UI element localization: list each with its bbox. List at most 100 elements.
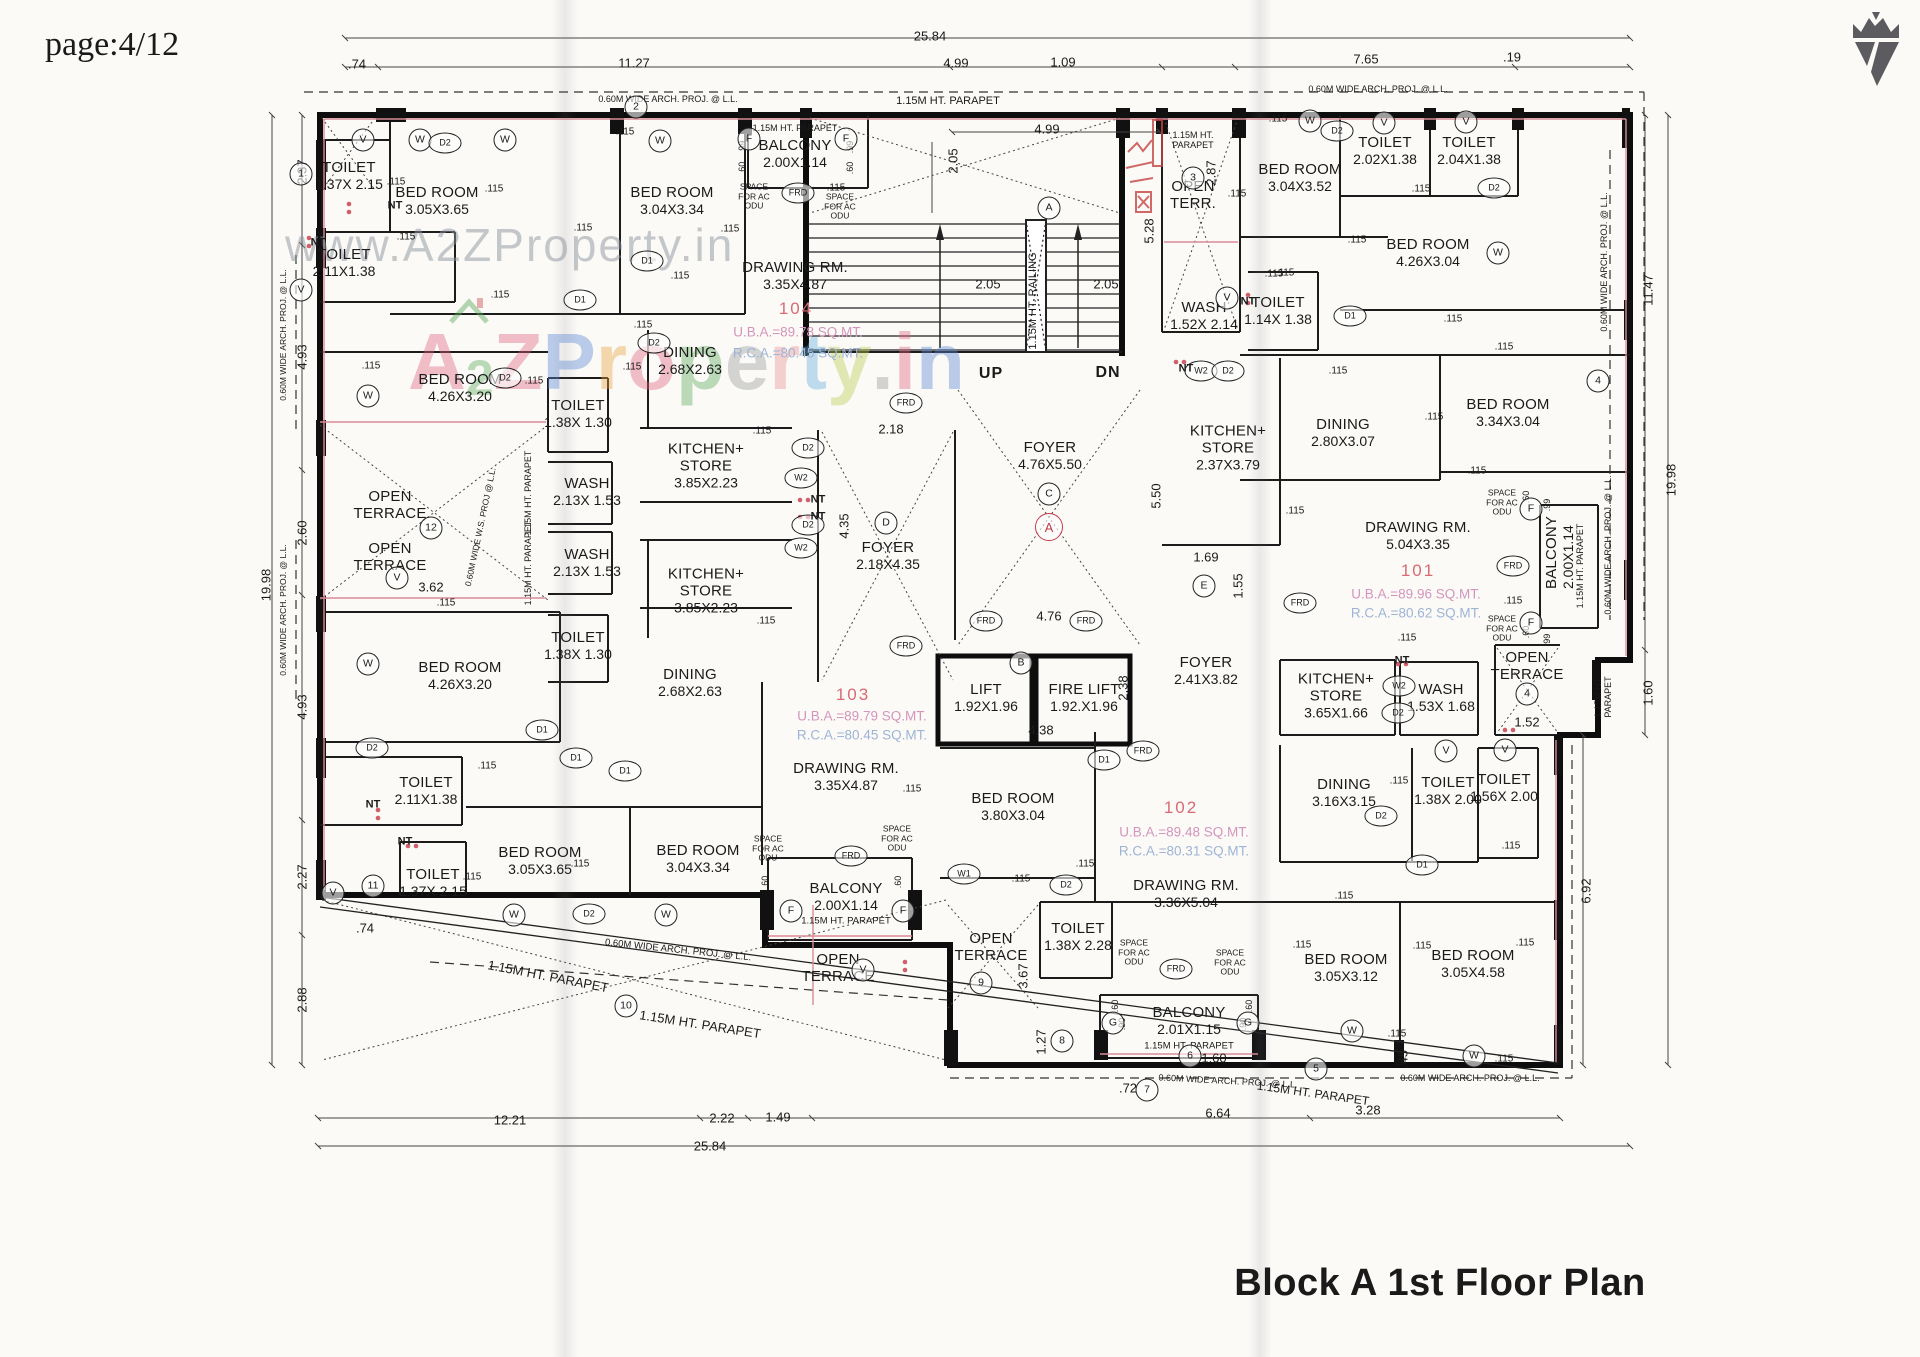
dimension-label: .115 [484, 183, 504, 195]
room-name: KITCHEN+ STORE [1297, 670, 1375, 705]
nt-marker: NT [810, 493, 826, 506]
red-stamp [1125, 119, 1163, 213]
dimension-label: 6.92 [1578, 878, 1594, 904]
plan-tag-d1: D1 [1087, 749, 1121, 771]
room-dimensions: 2.02X1.38 [1353, 150, 1417, 167]
room-label: DRAWING RM.3.35X4.87 [761, 760, 931, 793]
dimension-label: .115 [615, 126, 635, 138]
room-dimensions: 2.00X1.14 [814, 896, 878, 913]
room-label: DRAWING RM.3.36X5.04 [1101, 876, 1271, 910]
room-name: KITCHEN+ STORE [667, 565, 745, 600]
plan-tag-d2: D2 [1364, 805, 1398, 827]
dimension-lines [268, 34, 1672, 1150]
room-name: DINING [663, 343, 717, 361]
plan-tag-frd: FRD [1126, 740, 1160, 762]
plan-tag-b: B [1009, 651, 1033, 675]
annotation-label: 1.15M HT. PARAPET [752, 122, 838, 133]
annotation-label: SPACE FOR AC ODU [881, 823, 913, 853]
annotation-label: 0.60M WIDE ARCH. PROJ. @ L.L. [604, 937, 752, 964]
room-name: BALCONY [1542, 515, 1560, 589]
unit-area-uba: U.B.A.=89.79 SQ.MT. [797, 708, 927, 724]
annotation-label: 1.15M HT. PARAPET [638, 1007, 762, 1042]
room-name: BED ROOM [418, 658, 502, 676]
room-dimensions: 3.04X3.34 [640, 200, 704, 217]
dimension-label: 3.62 [418, 579, 444, 595]
plan-tag-4: 4 [1586, 369, 1610, 393]
room-dimensions: 4.26X3.20 [428, 675, 492, 692]
dimension-label: 1.52 [1514, 714, 1540, 730]
plan-tag-4: 4 [1515, 682, 1539, 706]
room-dimensions: 1.38X 2.28 [1044, 936, 1112, 953]
dimension-label: .19 [1502, 49, 1522, 65]
dimension-label: .115 [524, 375, 544, 387]
unit-number: 104 [778, 299, 814, 318]
annotation-label: SPACE FOR AC ODU [1118, 937, 1150, 967]
dimension-label: .115 [396, 231, 416, 243]
dimension-label: .115 [573, 222, 593, 234]
plan-tag-w: W [356, 652, 380, 676]
room-label: DRAWING RM.3.35X4.87 [710, 259, 880, 292]
annotation-label: 0.60M WIDE W.S. PROJ @ L.L. [462, 466, 498, 588]
plan-tag-frd: FRD [1159, 958, 1193, 980]
annotation-label: SPACE FOR AC ODU [1214, 947, 1246, 977]
dimension-label: .115 [1292, 939, 1312, 951]
plan-tag-w: W [648, 129, 672, 153]
plan-tag-d2: D2 [1049, 874, 1083, 896]
dimension-label: 19.98 [1663, 463, 1679, 497]
plan-tag-f: F [891, 899, 915, 923]
dimension-label: 1.09 [1050, 54, 1076, 70]
plan-tag-10: 10 [614, 994, 638, 1018]
plan-tag-d2: D2 [355, 737, 389, 759]
plan-tag-w: W [654, 903, 678, 927]
room-name: WASH [564, 474, 610, 492]
room-name: OPEN TERRACE [353, 488, 427, 522]
annotation-label: SPACE FOR AC ODU [1486, 613, 1518, 643]
room-name: BED ROOM [1466, 395, 1550, 413]
dimension-label: 2.18 [878, 421, 904, 437]
room-name: OPEN TERRACE [954, 930, 1028, 964]
room-dimensions: 2.41X3.82 [1174, 670, 1238, 687]
watermark-letter: . [871, 317, 894, 406]
room-dimensions: 3.16X3.15 [1312, 792, 1376, 809]
dimension-label: .115 [1075, 858, 1095, 870]
dimension-label: .115 [1268, 113, 1288, 125]
dimension-label: 4.93 [294, 344, 310, 370]
room-name: TOILET [1477, 770, 1531, 788]
room-dimensions: 5.04X3.35 [1386, 535, 1450, 552]
dimension-label: .115 [1424, 411, 1444, 423]
room-dimensions: 2.00X1.14 [1559, 525, 1576, 589]
annotation-label: 1.15M HT. PARAPET [896, 94, 1000, 107]
room-dimensions: 2.68X2.63 [658, 360, 722, 377]
plan-tag-d2: D2 [1320, 120, 1354, 142]
dimension-label: .115 [361, 360, 381, 372]
plan-tag-a: A [1035, 513, 1063, 541]
dimension-label: .115 [477, 760, 497, 772]
room-name: TOILET [1421, 773, 1475, 791]
dimension-label: .115 [570, 858, 590, 870]
annotation-label: 1.15M HT. PARAPET [1256, 1078, 1371, 1109]
dimension-label: .74 [355, 920, 375, 936]
dimension-label: .115 [1467, 465, 1487, 477]
plan-tag-d1: D1 [559, 747, 593, 769]
dimension-label: .115 [1387, 1028, 1407, 1040]
room-name: DRAWING RM. [1133, 876, 1239, 894]
plan-tag-6: 6 [1178, 1044, 1202, 1068]
dimension-label: .60 [893, 875, 903, 889]
annotation-label: 1.15M HT. PARAPET [1172, 129, 1214, 150]
room-dimensions: 1.37X 2.15 [399, 882, 467, 899]
annotation-label: SPACE FOR AC ODU [752, 833, 784, 863]
